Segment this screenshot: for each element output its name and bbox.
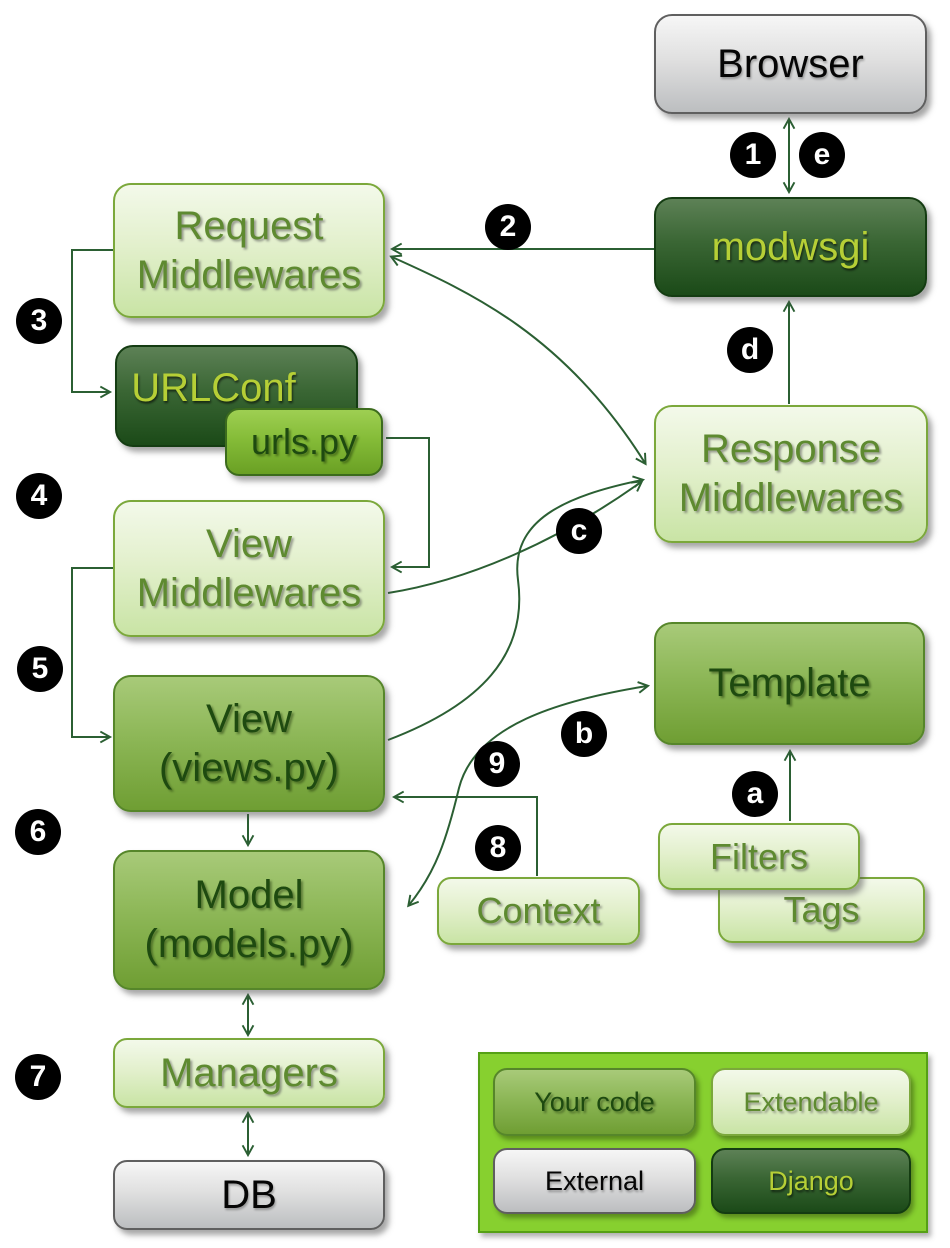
- node-request-middlewares-label: Request Middlewares: [136, 203, 362, 297]
- legend-extendable-label: Extendable: [743, 1086, 879, 1117]
- badge-5: 5: [17, 646, 63, 692]
- node-response-middlewares-label: Response Middlewares: [678, 427, 904, 520]
- badge-b: b: [561, 711, 607, 757]
- curve-view-response-middlewares: [387, 475, 646, 741]
- badge-8: 8: [475, 825, 521, 871]
- node-model-label: Model (models.py): [144, 873, 354, 966]
- node-view-middlewares: View Middlewares: [113, 500, 385, 637]
- node-tags-label: Tags: [783, 889, 860, 931]
- badge-3: 3: [16, 298, 62, 344]
- node-view: View (views.py): [113, 675, 385, 812]
- legend-your-code: Your code: [493, 1068, 696, 1136]
- badge-e: e: [799, 132, 845, 178]
- node-urls-py: urls.py: [225, 408, 383, 476]
- node-response-middlewares: Response Middlewares: [654, 405, 928, 543]
- node-browser: Browser: [654, 14, 927, 114]
- legend-extendable: Extendable: [711, 1068, 911, 1136]
- node-modwsgi: modwsgi: [654, 197, 927, 297]
- legend-external-label: External: [544, 1165, 645, 1196]
- node-template-label: Template: [708, 661, 871, 706]
- node-model: Model (models.py): [113, 850, 385, 990]
- node-context-label: Context: [476, 890, 601, 932]
- curve-request-middlewares-response-middlewares: [389, 254, 647, 466]
- node-context: Context: [437, 877, 640, 945]
- legend-django-label: Django: [768, 1165, 854, 1196]
- arrow-view-middlewares-view: [71, 567, 113, 744]
- badge-d-label: d: [740, 333, 760, 366]
- node-managers-label: Managers: [160, 1050, 338, 1095]
- badge-a: a: [732, 771, 778, 817]
- legend-external: External: [493, 1148, 696, 1214]
- node-view-label: View (views.py): [158, 696, 340, 790]
- node-filters: Filters: [658, 823, 860, 890]
- arrow-request-middlewares-urlconf: [71, 249, 113, 399]
- badge-d: d: [727, 327, 773, 373]
- badge-7: 7: [15, 1054, 61, 1100]
- badge-c-label: c: [570, 514, 588, 547]
- badge-1: 1: [730, 132, 776, 178]
- badge-4-label: 4: [30, 479, 48, 512]
- node-urls-py-label: urls.py: [250, 421, 358, 463]
- node-filters-label: Filters: [710, 835, 808, 877]
- badge-9-label: 9: [488, 747, 506, 780]
- badge-4: 4: [16, 473, 62, 519]
- node-request-middlewares: Request Middlewares: [113, 183, 385, 318]
- legend: Your code Extendable External Django: [478, 1052, 928, 1233]
- badge-2-label: 2: [499, 210, 517, 243]
- node-urlconf-label: URLConf: [131, 365, 296, 410]
- badge-6: 6: [15, 809, 61, 855]
- badge-8-label: 8: [489, 831, 507, 864]
- badge-e-label: e: [813, 138, 831, 171]
- node-managers: Managers: [113, 1038, 385, 1108]
- badge-a-label: a: [746, 777, 764, 810]
- node-browser-label: Browser: [717, 41, 864, 86]
- legend-your-code-label: Your code: [534, 1086, 655, 1117]
- badge-6-label: 6: [29, 815, 47, 848]
- node-db: DB: [113, 1160, 385, 1230]
- node-view-middlewares-label: View Middlewares: [136, 521, 362, 615]
- node-modwsgi-label: modwsgi: [711, 224, 870, 269]
- badge-9: 9: [474, 741, 520, 787]
- node-template: Template: [654, 622, 925, 745]
- node-db-label: DB: [221, 1172, 277, 1217]
- arrow-urlspy-view-middlewares: [386, 437, 430, 574]
- badge-b-label: b: [574, 717, 594, 750]
- legend-django: Django: [711, 1148, 911, 1214]
- badge-1-label: 1: [744, 138, 762, 171]
- badge-5-label: 5: [31, 652, 49, 685]
- badge-c: c: [556, 508, 602, 554]
- badge-7-label: 7: [29, 1060, 47, 1093]
- badge-2: 2: [485, 204, 531, 250]
- curve-view-middlewares-response-middlewares: [387, 480, 644, 594]
- badge-3-label: 3: [30, 304, 48, 337]
- curve-template-model: [407, 681, 651, 908]
